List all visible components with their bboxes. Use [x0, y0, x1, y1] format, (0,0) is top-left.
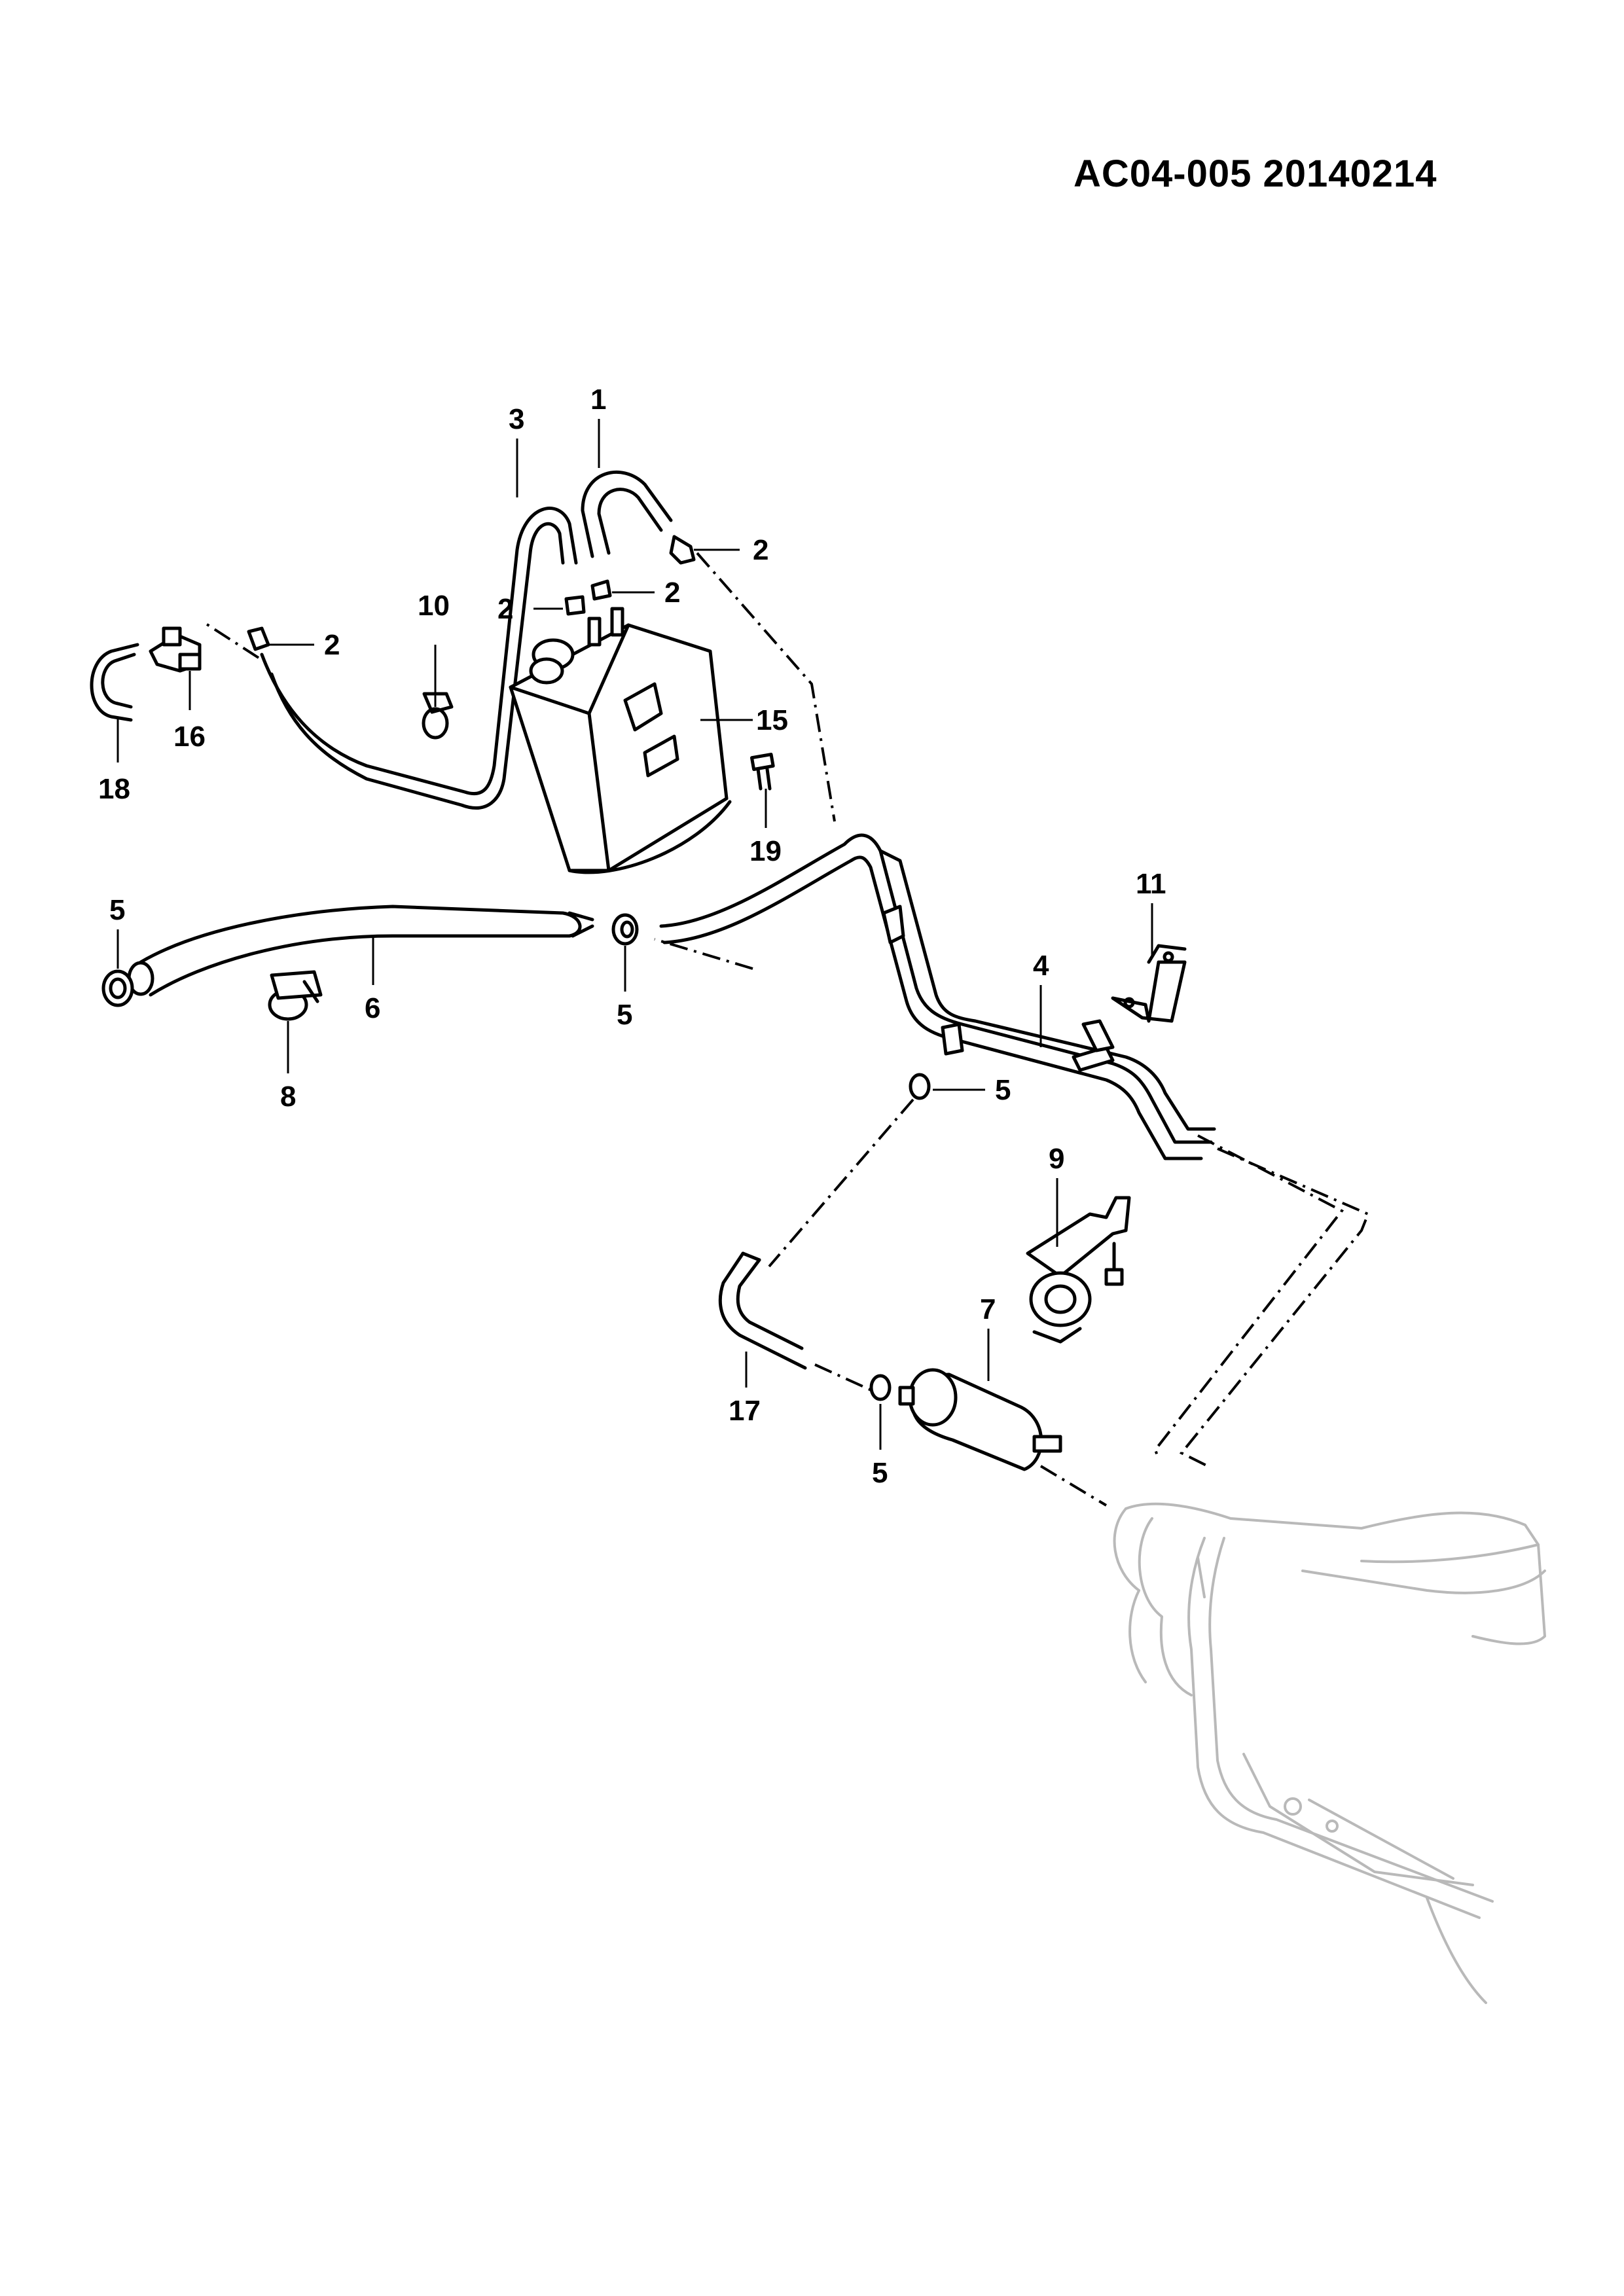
- callout-5: 5: [617, 999, 632, 1031]
- part-5-clip-right[interactable]: [909, 1073, 931, 1100]
- part-15-canister[interactable]: [509, 607, 732, 874]
- callout-6: 6: [365, 992, 380, 1024]
- callout-17: 17: [729, 1395, 761, 1427]
- part-8-clamp[interactable]: [268, 970, 323, 1021]
- callout-5: 5: [872, 1457, 888, 1489]
- callout-3: 3: [509, 403, 524, 435]
- part-1-hose[interactable]: [581, 470, 673, 558]
- part-5-clip-left[interactable]: [101, 969, 134, 1007]
- callout-18: 18: [98, 773, 130, 805]
- part-11-bracket[interactable]: [1111, 944, 1187, 1023]
- callout-7: 7: [980, 1293, 996, 1325]
- callout-2: 2: [664, 577, 680, 609]
- callout-4: 4: [1033, 950, 1049, 982]
- part-7-fuel-filter[interactable]: [898, 1368, 1062, 1471]
- part-18-hose[interactable]: [90, 643, 139, 722]
- part-3-hose[interactable]: [260, 507, 578, 810]
- callout-5: 5: [109, 894, 125, 926]
- callout-2: 2: [324, 629, 340, 661]
- diagram-code: AC04-005 20140214: [1074, 152, 1437, 195]
- part-6-hose[interactable]: [127, 905, 594, 997]
- part-10-clamp[interactable]: [422, 692, 454, 740]
- part-2-clamp-canister-left[interactable]: [564, 595, 586, 616]
- part-2-clamp-top-right[interactable]: [669, 535, 696, 565]
- callout-16: 16: [173, 721, 206, 753]
- connection-lines: [202, 552, 1370, 1507]
- part-4-pipe-assembly[interactable]: [659, 833, 1216, 1160]
- part-2-clamp-left[interactable]: [247, 626, 270, 651]
- part-2-clamp-canister-right[interactable]: [590, 579, 612, 601]
- vehicle-underbody-ghost: [1113, 1502, 1546, 2004]
- callout-8: 8: [280, 1081, 296, 1113]
- callout-2: 2: [753, 534, 768, 566]
- callout-1: 1: [590, 384, 606, 416]
- part-16-valve[interactable]: [149, 626, 202, 673]
- part-5-clip-filter[interactable]: [869, 1374, 892, 1401]
- callout-19: 19: [749, 835, 782, 867]
- callout-5: 5: [995, 1074, 1011, 1106]
- callout-2: 2: [497, 593, 513, 625]
- part-9-filter-bracket[interactable]: [1026, 1196, 1131, 1344]
- callout-9: 9: [1049, 1143, 1064, 1175]
- callouts: 1 3 2 2 2 10 2 16 18 15 19 5 6 5 8 11 4 …: [98, 384, 1166, 1489]
- callout-15: 15: [756, 704, 788, 736]
- part-5-clip-middle[interactable]: [611, 913, 639, 946]
- part-17-hose[interactable]: [718, 1251, 807, 1370]
- callout-11: 11: [1136, 868, 1166, 900]
- part-19-bolt[interactable]: [749, 753, 775, 791]
- leader-lines: [117, 419, 1153, 1450]
- callout-10: 10: [418, 590, 450, 622]
